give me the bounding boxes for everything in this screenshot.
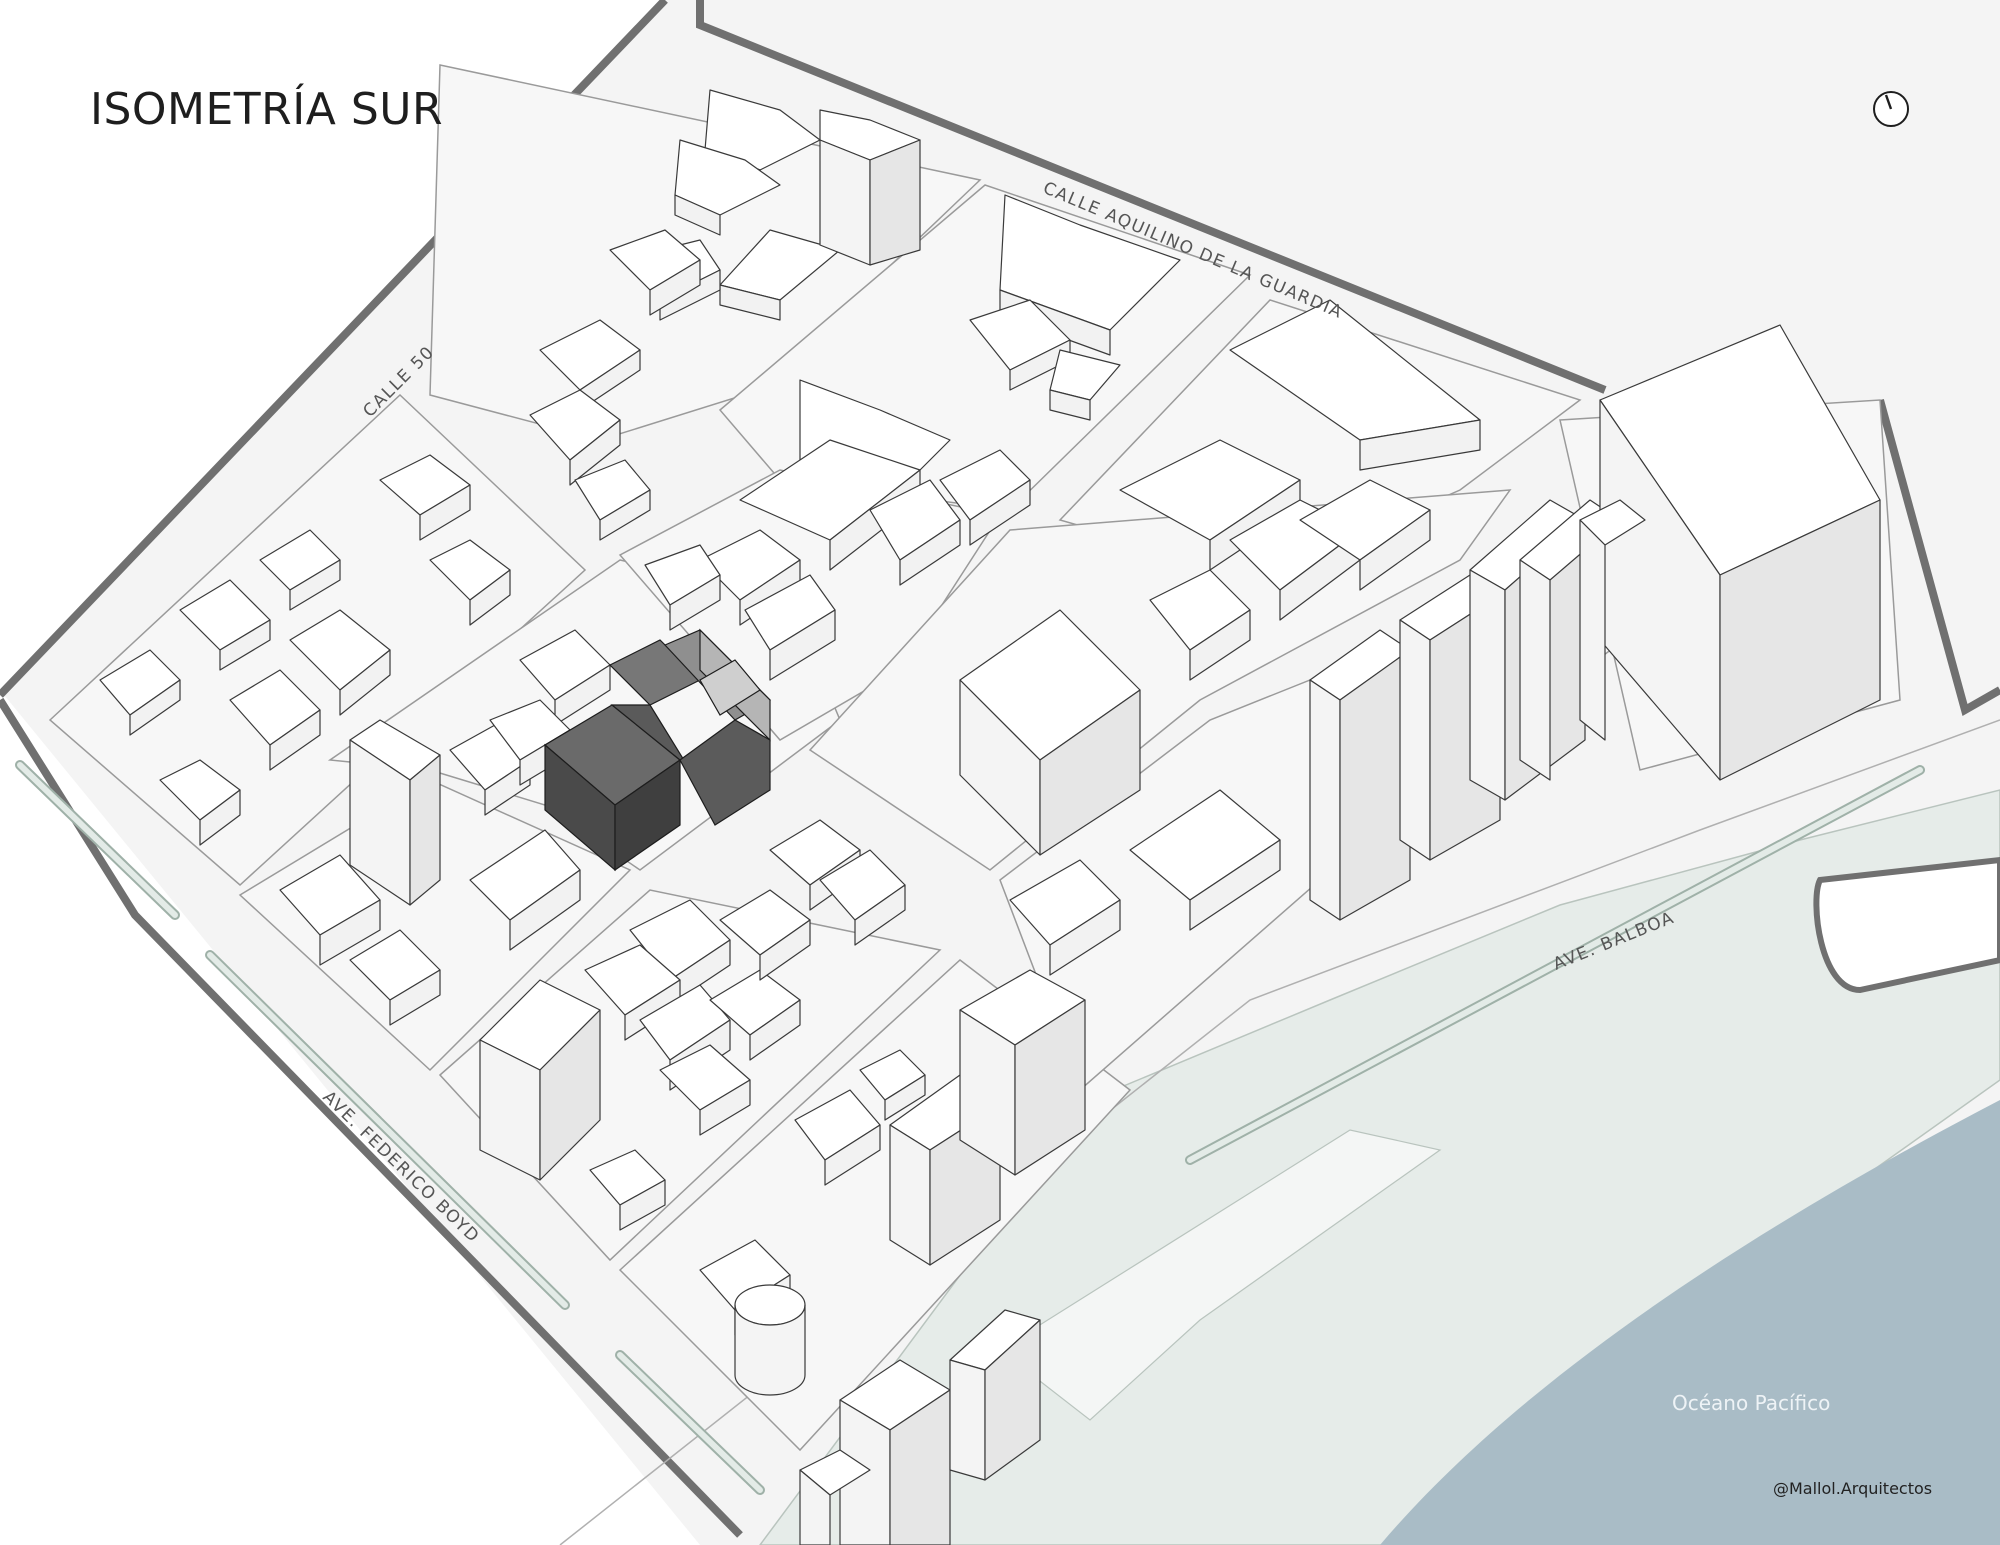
north-arrow-icon <box>1873 91 1909 127</box>
ocean <box>1380 1100 2000 1545</box>
ocean-label: Océano Pacífico <box>1672 1391 1830 1415</box>
district-edge-north <box>696 0 1607 394</box>
boyd-median-3-inner <box>617 1352 763 1493</box>
ave-balboa-median-inner <box>1187 767 1923 1163</box>
page-title: ISOMETRÍA SUR <box>90 84 444 135</box>
credit-label: @Mallol.Arquitectos <box>1773 1479 1933 1498</box>
district-edge-east <box>1876 398 2000 717</box>
project-building <box>543 628 771 872</box>
boyd-median-2-inner <box>207 952 568 1308</box>
park-inner-path <box>998 1129 1442 1421</box>
district-edge-south <box>0 697 743 1538</box>
traffic-island <box>1813 856 2000 994</box>
context-buildings <box>99 89 1481 1336</box>
boyd-median-1-inner <box>17 762 178 918</box>
towers <box>349 109 1881 1545</box>
